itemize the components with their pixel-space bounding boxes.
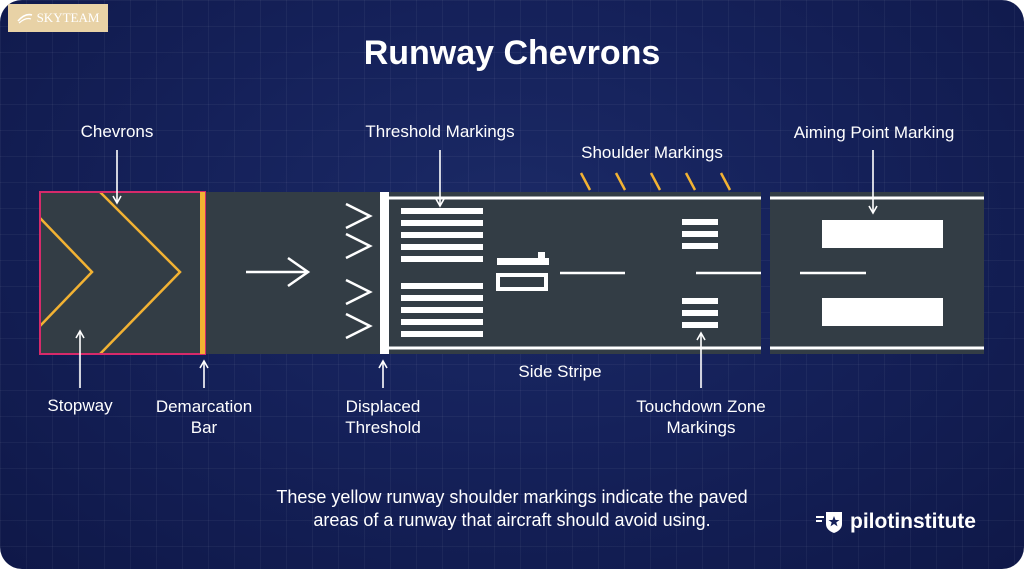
runway-designator-box xyxy=(496,273,548,291)
shoulder-markings xyxy=(579,172,732,191)
label-aiming-point-marking: Aiming Point Marking xyxy=(793,123,955,142)
threshold-markings xyxy=(401,208,483,337)
displaced-arrowhead-4 xyxy=(345,312,373,340)
runway-designator-top xyxy=(497,258,549,265)
displaced-arrowhead-3 xyxy=(345,278,373,306)
caption: These yellow runway shoulder markings in… xyxy=(212,486,812,532)
displaced-arrowhead-2 xyxy=(345,232,373,260)
caption-line1: These yellow runway shoulder markings in… xyxy=(276,487,748,507)
demarcation-bar xyxy=(200,192,205,354)
label-threshold-markings: Threshold Markings xyxy=(365,122,515,141)
label-side-stripe: Side Stripe xyxy=(518,362,602,381)
label-touchdown-zone-line1: Touchdown Zone xyxy=(636,397,766,416)
displaced-arrowhead-1 xyxy=(345,202,373,230)
label-touchdown-zone-line2: Markings xyxy=(666,418,736,437)
label-displaced-threshold-line1: Displaced xyxy=(345,397,421,416)
runway-designator-tick xyxy=(538,252,545,260)
touchdown-zone-markings xyxy=(682,219,718,328)
label-displaced-threshold-line2: Threshold xyxy=(345,418,421,437)
label-demarcation-bar-line1: Demarcation xyxy=(155,397,253,416)
skyteam-badge: SKYTEAM xyxy=(8,4,108,32)
label-pointers xyxy=(75,150,878,388)
threshold-bar xyxy=(380,192,389,354)
star-badge-icon xyxy=(816,512,842,533)
label-chevrons: Chevrons xyxy=(80,122,154,141)
aiming-point-marking-bottom xyxy=(822,298,943,326)
displaced-arrow-head xyxy=(287,256,311,288)
label-stopway: Stopway xyxy=(47,396,113,415)
label-shoulder-markings: Shoulder Markings xyxy=(581,143,723,162)
plane-swirl-icon xyxy=(16,13,32,24)
pilotinstitute-logo: pilotinstitute xyxy=(816,510,976,534)
stopway-chevron-1 xyxy=(39,217,94,327)
page-title: Runway Chevrons xyxy=(363,34,661,72)
caption-line2: areas of a runway that aircraft should a… xyxy=(313,510,711,530)
pilotinstitute-wordmark: pilotinstitute xyxy=(850,510,976,533)
aiming-point-marking-top xyxy=(822,220,943,248)
label-displaced-threshold: Displaced Threshold xyxy=(328,396,438,438)
label-demarcation-bar-line2: Bar xyxy=(190,418,218,437)
skyteam-badge-text: SKYTEAM xyxy=(36,10,100,25)
stopway-chevron-2 xyxy=(99,191,182,355)
label-demarcation-bar: Demarcation Bar xyxy=(142,396,266,438)
label-touchdown-zone-markings: Touchdown Zone Markings xyxy=(616,396,786,438)
